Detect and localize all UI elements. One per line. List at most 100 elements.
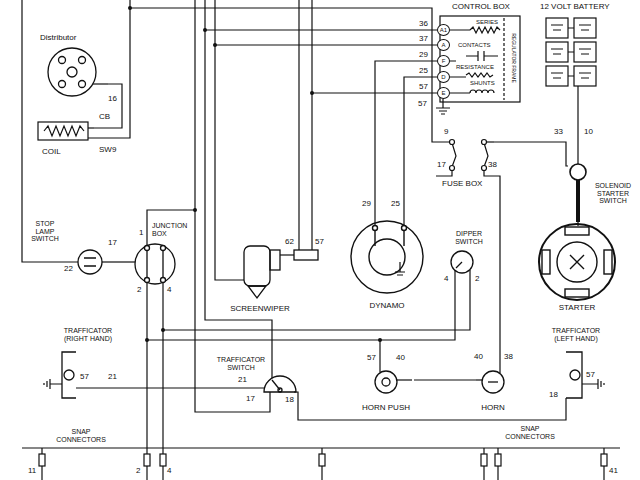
wire-number: CONTACTS: [458, 42, 491, 49]
dynamo-symbol: [402, 226, 407, 231]
wire-number: 10: [584, 128, 593, 137]
wire: [146, 283, 147, 480]
battery-symbol: [574, 18, 596, 38]
wire-number: 4: [444, 275, 448, 284]
wire-number: 41: [609, 467, 618, 476]
junction-dot: [128, 6, 132, 10]
wire-number: 37: [419, 35, 428, 44]
screenwiper-symbol: [248, 286, 266, 298]
control-box-symbol: [440, 16, 520, 102]
screenwiper-symbol: [244, 246, 270, 286]
wire-number: RESISTANCE: [456, 64, 494, 71]
dipper-switch: DIPPER SWITCH: [446, 230, 492, 276]
switch-symbol: [84, 258, 96, 266]
wire-number: 40: [474, 353, 483, 362]
component-label: D: [438, 72, 449, 82]
terminal: A1: [437, 24, 450, 36]
terminal: E: [437, 87, 450, 99]
component-label: TRAFFICATOR SWITCH: [212, 356, 270, 371]
battery-symbol: [574, 66, 596, 86]
wire: [94, 84, 122, 128]
wire-number: 57: [315, 238, 324, 247]
component-label: Distributor: [40, 34, 76, 43]
wire: [42, 448, 604, 480]
wire-number: 2: [136, 467, 140, 476]
starter-symbol: [570, 255, 584, 269]
junction-dot: [161, 328, 165, 332]
wire-number: 38: [504, 353, 513, 362]
terminal: A: [437, 39, 450, 51]
wire: [205, 0, 437, 30]
wire: [215, 45, 244, 280]
wire: [404, 77, 437, 218]
junction-box-symbol: [135, 244, 175, 284]
snap-connector: [481, 454, 487, 466]
screenwiper-symbol: [294, 250, 318, 260]
component-label: FUSE BOX: [442, 180, 482, 189]
horn-push: HORN PUSH: [360, 366, 414, 416]
battery-symbol: [574, 42, 596, 62]
wire: [88, 0, 130, 138]
earth-symbol: [44, 379, 62, 389]
junction-dot: [310, 91, 314, 95]
fuse-symbol: [450, 166, 455, 171]
wire-number: 17: [437, 161, 446, 170]
component-label: HORN: [476, 404, 510, 413]
component-label: COIL: [42, 148, 61, 157]
dynamo-symbol: [375, 231, 404, 247]
trafficator-symbol: [62, 352, 582, 398]
frame-label: REGULATOR FRAME: [510, 33, 516, 83]
screenwiper-symbol: [270, 250, 280, 270]
switch-symbol: [78, 250, 473, 393]
component-label: CONTROL BOX: [452, 3, 510, 12]
wire: [375, 61, 437, 218]
terminal: F: [437, 55, 450, 67]
wire-number: 18: [285, 396, 294, 405]
wire-number: 29: [419, 51, 428, 60]
switch-symbol: [272, 380, 280, 390]
horn-symbol: [482, 371, 504, 393]
wire: [106, 261, 130, 262]
trafficator-symbol: [64, 370, 74, 380]
battery-symbol: [568, 28, 574, 76]
junction-dot: [128, 6, 382, 342]
wire-number: 57: [419, 83, 428, 92]
wire: [484, 171, 500, 374]
battery-symbol: [546, 66, 568, 86]
battery-symbol: [551, 25, 591, 78]
junction-box-symbol: [145, 246, 150, 251]
wire: [450, 30, 498, 93]
junction-box-symbol: [161, 246, 166, 251]
switch-symbol: [264, 376, 296, 392]
component-label: F: [438, 56, 449, 66]
wire: [298, 403, 566, 420]
distributor: Distributor: [38, 32, 108, 100]
distributor-symbol: [48, 48, 96, 96]
wire: [162, 283, 163, 480]
wire: [195, 0, 270, 412]
control-box-symbol: [470, 27, 500, 33]
junction-box-symbol: [161, 278, 166, 283]
switch-symbol: [456, 262, 462, 268]
wire-number: 2: [137, 286, 141, 295]
starter-motor: STARTER: [535, 222, 621, 316]
battery-symbol: [546, 18, 568, 38]
fuse-box: FUSE BOX: [438, 136, 494, 192]
control-box-symbol: [478, 51, 484, 61]
solenoid-symbol: [576, 180, 580, 218]
wire-number: 9: [444, 128, 448, 137]
horn-symbol: [488, 381, 498, 382]
earth-symbol: [436, 99, 450, 114]
wire-number: 57: [418, 100, 427, 109]
wire: [414, 379, 476, 380]
wire-number: CB: [99, 113, 110, 122]
snap-connector: [39, 454, 607, 466]
junction-dot: [378, 338, 382, 342]
junction-box-symbol: [135, 244, 175, 284]
wire-number: 57: [586, 371, 595, 380]
wire: [436, 171, 452, 177]
snap-connector: [144, 454, 150, 466]
solenoid-symbol: [570, 164, 586, 218]
wire-number: 1: [139, 229, 143, 238]
component-label: 12 VOLT BATTERY: [540, 3, 610, 12]
